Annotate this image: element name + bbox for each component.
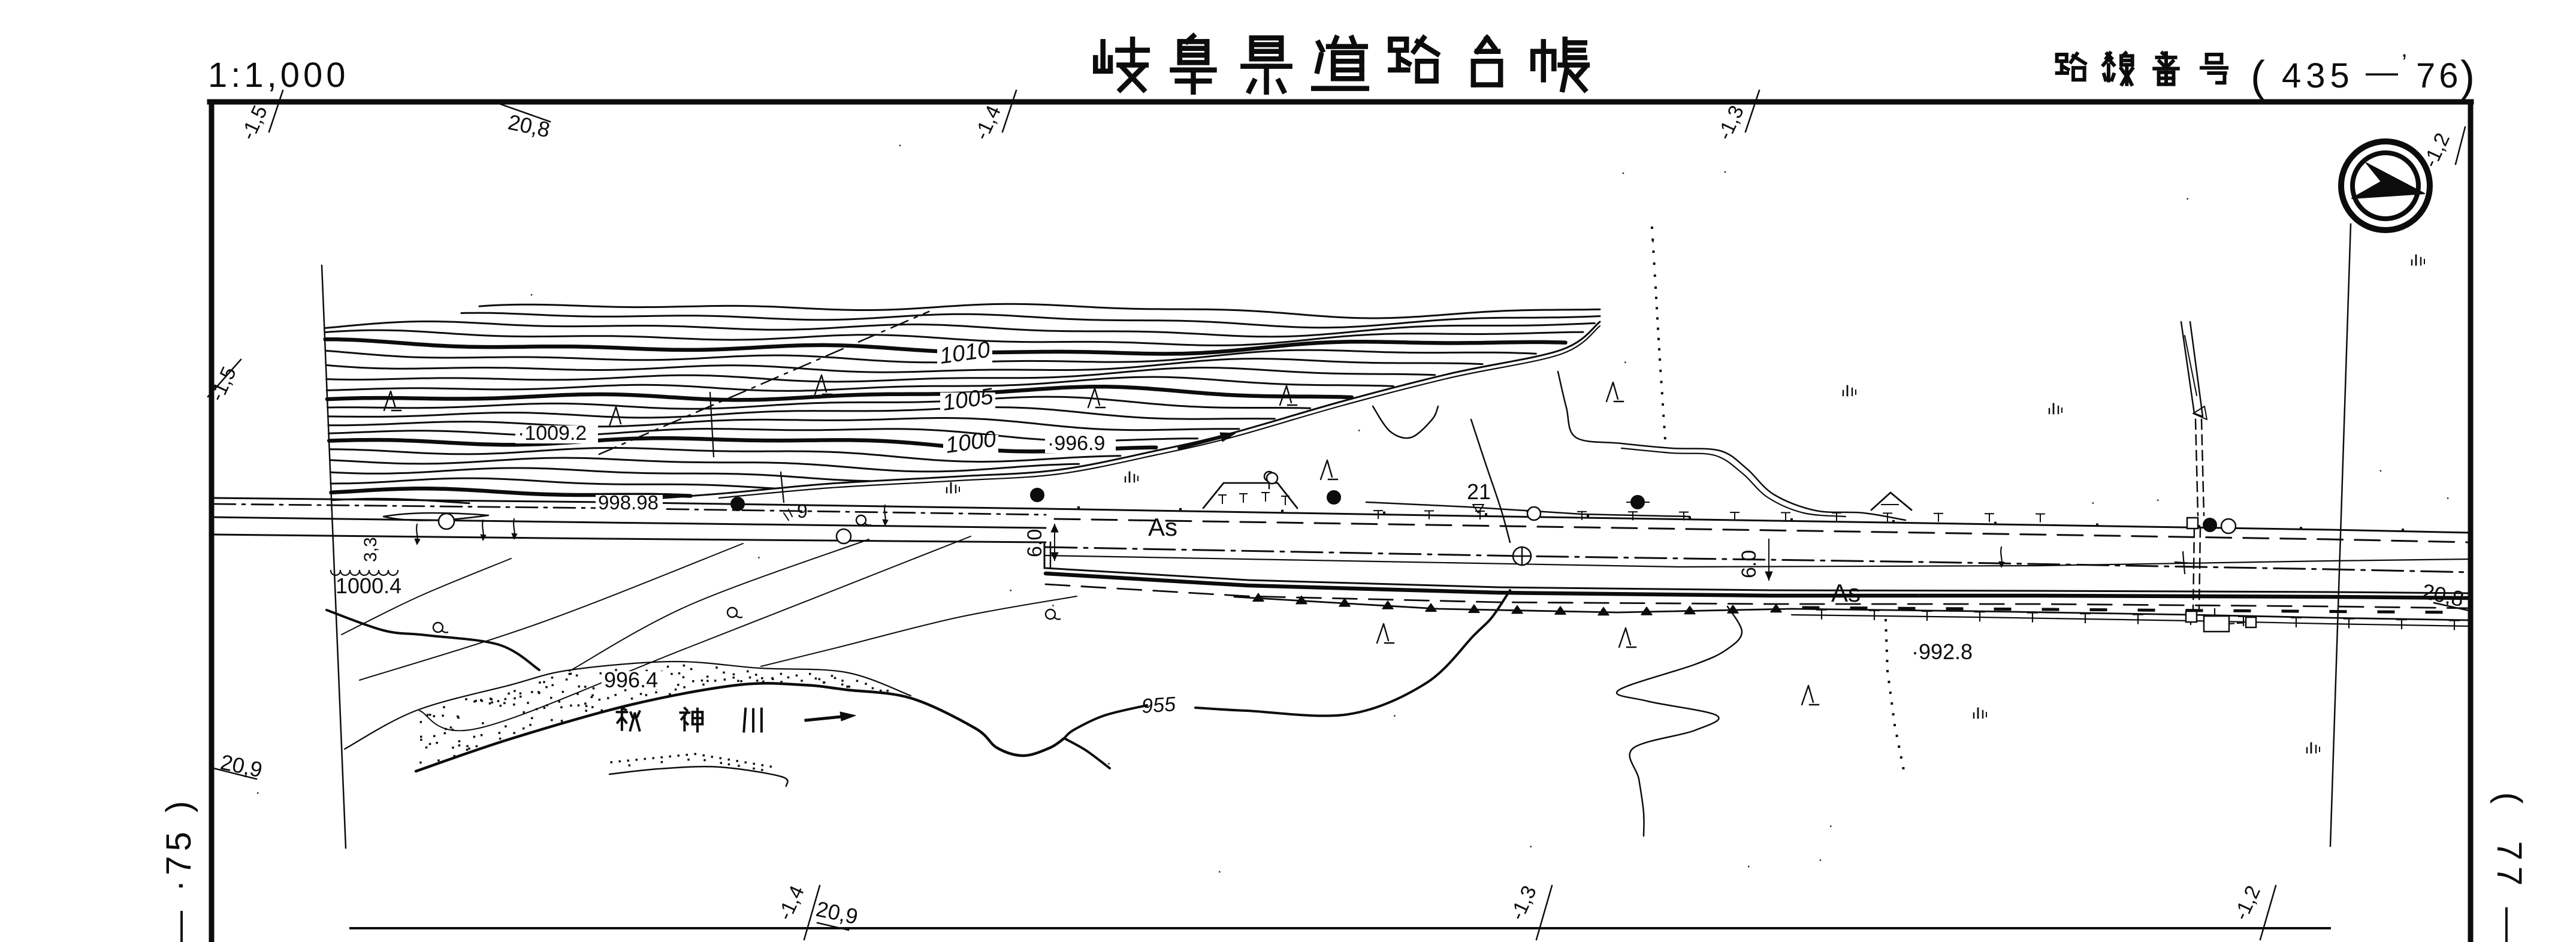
svg-text:996.4: 996.4 bbox=[604, 668, 658, 692]
svg-text:’: ’ bbox=[2402, 50, 2407, 76]
svg-text:( 77 —: ( 77 — bbox=[2490, 792, 2529, 942]
svg-text:435: 435 bbox=[2282, 56, 2354, 95]
svg-text:(: ( bbox=[2251, 53, 2265, 101]
svg-text:1:1,000: 1:1,000 bbox=[208, 56, 349, 95]
svg-text:6.0: 6.0 bbox=[1023, 529, 1046, 557]
svg-text:21: 21 bbox=[1467, 479, 1491, 504]
svg-text:—: — bbox=[2366, 54, 2398, 90]
svg-text:9: 9 bbox=[797, 500, 808, 522]
svg-text:·996.9: ·996.9 bbox=[1047, 432, 1105, 455]
svg-text:998.98: 998.98 bbox=[598, 491, 659, 514]
svg-text:76: 76 bbox=[2416, 56, 2462, 95]
svg-text:3,3: 3,3 bbox=[361, 537, 380, 562]
svg-text:·992.8: ·992.8 bbox=[1911, 639, 1973, 664]
svg-text:1000.4: 1000.4 bbox=[336, 573, 401, 598]
svg-text:6.0: 6.0 bbox=[1738, 550, 1760, 578]
svg-text:As: As bbox=[1148, 513, 1177, 541]
svg-text:— ·75 ): — ·75 ) bbox=[159, 796, 198, 942]
svg-text:·1009.2: ·1009.2 bbox=[518, 422, 587, 445]
svg-text:955: 955 bbox=[1141, 693, 1176, 718]
svg-text:As: As bbox=[1831, 579, 1861, 607]
svg-text:): ) bbox=[2460, 53, 2475, 101]
